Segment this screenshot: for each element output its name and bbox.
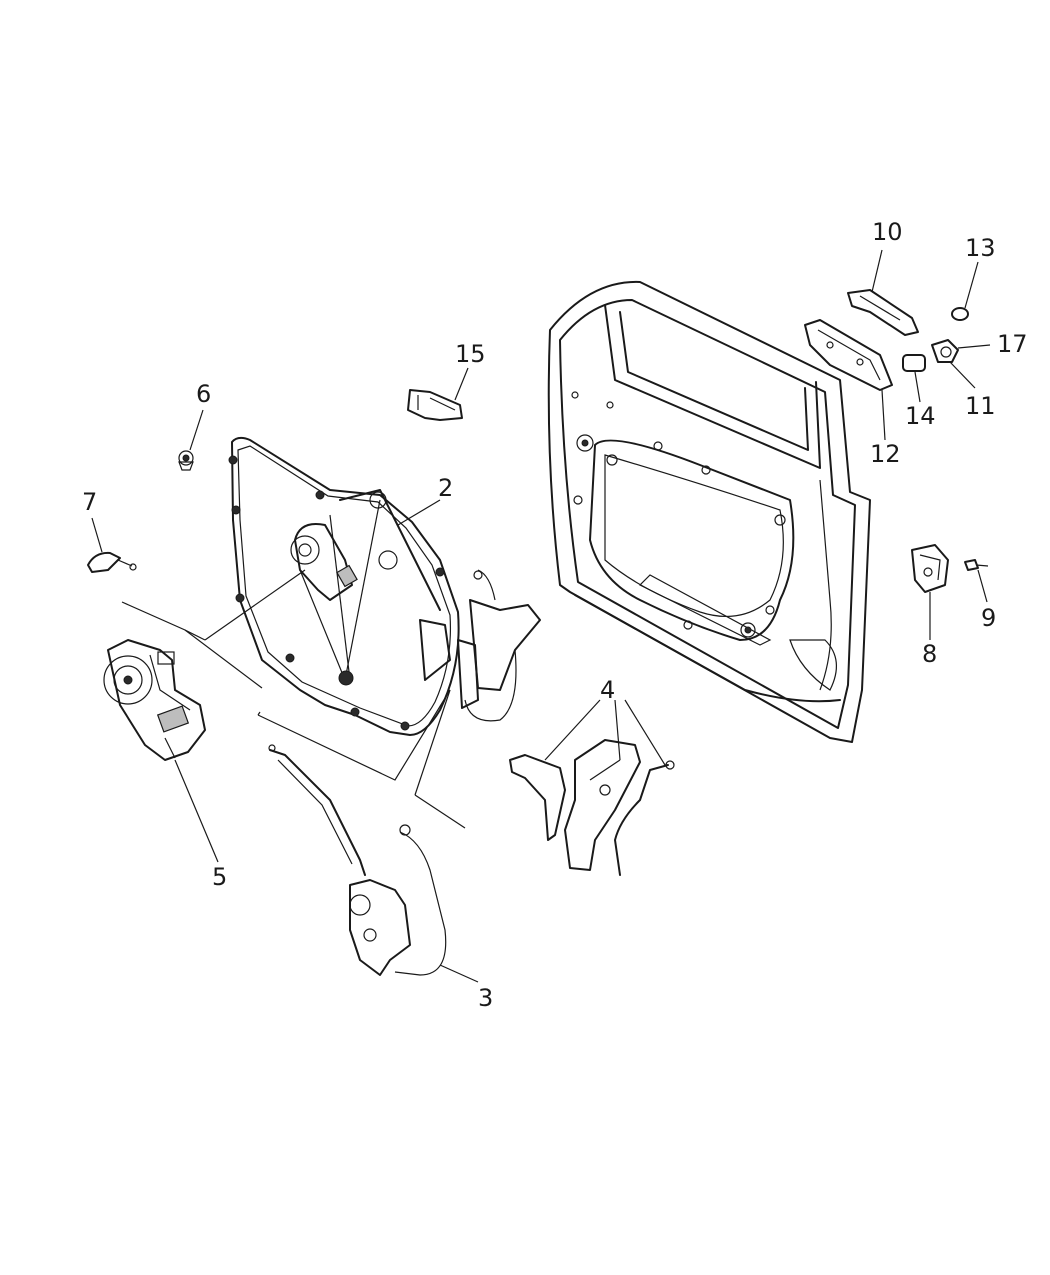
sensor-7 [87,551,137,573]
callout-8: 8 [922,640,937,668]
actuator-4 [509,739,675,876]
callout-7: 7 [82,488,97,516]
callout-labels: 2 3 4 5 6 7 8 9 10 11 12 13 14 15 17 [82,218,1028,1012]
lock-cylinder-11 [931,339,959,363]
latch-assembly-upper [419,569,541,722]
callout-5: 5 [212,863,227,891]
window-motor [103,639,206,761]
callout-leaders [91,249,991,983]
callout-15: 15 [455,340,486,368]
callout-12: 12 [870,440,901,468]
gasket-14 [902,354,926,372]
callout-3: 3 [478,984,493,1012]
fastener-6 [178,450,194,471]
callout-10: 10 [872,218,903,246]
latch-8 [911,544,949,593]
callout-14: 14 [905,402,936,430]
callout-4: 4 [600,676,615,704]
handle-bracket-12 [804,319,893,391]
door-panel [547,280,871,743]
bolt-9 [964,559,989,571]
inner-handle-15 [407,389,463,421]
cap-13 [951,307,969,321]
window-regulator [228,436,460,736]
regulator-3 [268,744,447,976]
callout-11: 11 [965,392,996,420]
outer-handle-10 [847,289,919,336]
callout-13: 13 [965,234,996,262]
callout-17: 17 [997,330,1028,358]
callout-2: 2 [438,474,453,502]
callout-6: 6 [196,380,211,408]
callout-9: 9 [981,604,996,632]
guide-lines [121,569,466,829]
